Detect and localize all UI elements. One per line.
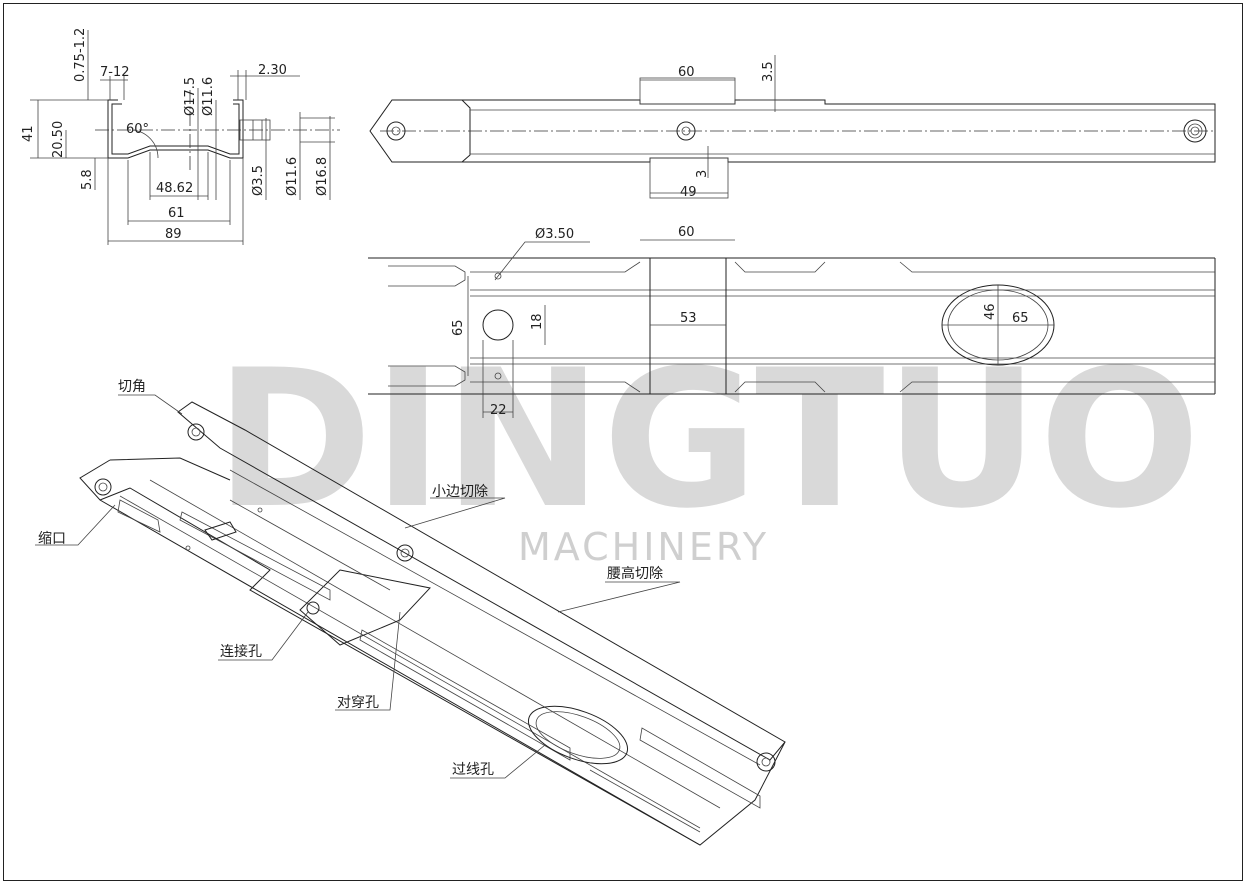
dim-d-mid: Ø11.6 (285, 157, 300, 196)
dim-half-height: 20.50 (51, 121, 66, 158)
dim-inner-width: 48.62 (156, 181, 193, 196)
drawing-frame (3, 3, 1243, 881)
dim-oval-w: 65 (1012, 311, 1029, 326)
label-corner-cut: 切角 (118, 379, 146, 395)
label-waist-cut: 腰高切除 (607, 565, 663, 582)
dim-offset: 2.30 (258, 63, 287, 78)
label-wire-hole: 过线孔 (452, 762, 494, 778)
dim-lip-height: 5.8 (80, 169, 95, 190)
label-through-hole: 对穿孔 (337, 695, 379, 711)
watermark-brand: DINGTUO (215, 329, 1200, 550)
top-view: Ø3.50 60 53 65 18 22 46 65 (368, 225, 1216, 418)
dim-pierce-dia: Ø3.50 (535, 227, 574, 242)
side-view: 60 3.5 49 3 (369, 55, 1216, 200)
dim-height: 41 (21, 125, 36, 142)
dim-d-small: Ø3.5 (251, 165, 266, 196)
dim-notch-bottom-len: 49 (680, 185, 697, 200)
label-small-edge-cut: 小边切除 (432, 484, 488, 500)
isometric-view: 切角 缩口 小边切除 腰高切除 连接孔 对穿孔 过线孔 (35, 379, 786, 846)
section-view: 0.75-1.2 7-12 60° 41 20.50 5.8 48.62 61 … (21, 28, 340, 245)
dim-total-width: 89 (165, 227, 182, 242)
dim-hole-pos: 22 (490, 403, 507, 418)
dim-notch-bottom-depth: 3 (695, 170, 710, 178)
dim-oval-h: 46 (983, 303, 998, 320)
dim-notch-top-len: 60 (678, 65, 695, 80)
dim-hole-height: 18 (530, 313, 545, 330)
dim-slot-len: 60 (678, 225, 695, 240)
label-neck: 缩口 (38, 531, 66, 547)
watermark-sub: MACHINERY (518, 525, 769, 569)
dim-thickness: 0.75-1.2 (73, 28, 88, 82)
dim-d-outer: Ø17.5 (183, 77, 198, 116)
dim-angle: 60° (126, 122, 149, 137)
dim-web-height: 65 (451, 319, 466, 336)
label-connect-hole: 连接孔 (220, 643, 262, 660)
dim-lip: 7-12 (100, 65, 130, 80)
dim-d-large: Ø16.8 (315, 157, 330, 196)
dim-notch-top-depth: 3.5 (761, 61, 776, 82)
dim-d-inner: Ø11.6 (201, 77, 216, 116)
dim-slot-width: 53 (680, 311, 697, 326)
dim-mid-width: 61 (168, 206, 185, 221)
